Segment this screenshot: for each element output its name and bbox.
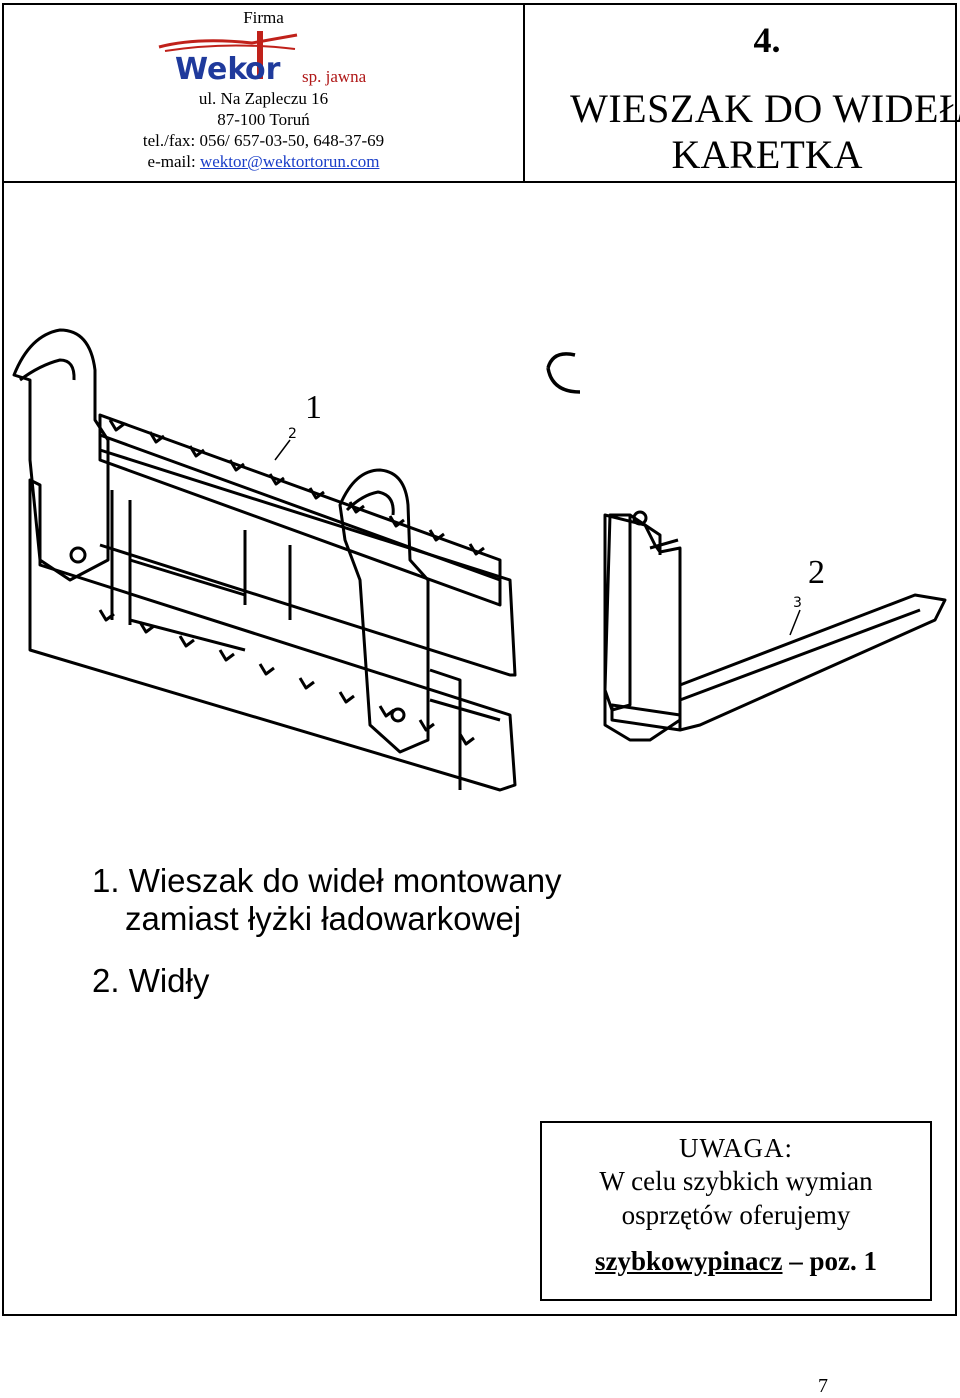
legal-form: sp. jawna [302,67,367,86]
phone-fax: tel./fax: 056/ 657-03-50, 648-37-69 [142,131,385,150]
section-title-line1: WIESZAK DO WIDEŁ [570,86,960,131]
note-title: UWAGA: [679,1133,793,1163]
header: Firma Wek or sp. jawna ul. Na Zapleczu 1… [2,3,960,183]
email-line: e-mail: wektor@wektortorun.com [2,152,525,172]
technical-drawing: 2 1 3 2 [12,328,947,792]
email-prefix: e-mail: [147,152,200,171]
note-box: UWAGA: W celu szybkich wymian osprzętów … [540,1121,932,1301]
page-frame [2,3,957,1316]
note-position: – poz. 1 [782,1246,878,1276]
caption-item-1-line2: zamiast łyżki ładowarkowej [125,900,522,937]
figure-label-2: 2 [808,554,825,591]
figure-label-1: 1 [305,389,322,426]
caption-item-1-line1: 1. Wieszak do wideł montowany [92,862,562,899]
fork-hanger-drawing [12,328,517,792]
note-line1: W celu szybkich wymian [599,1166,873,1196]
firma-label: Firma [243,8,284,27]
wektor-logo: Wek or [158,31,298,85]
address-street: ul. Na Zapleczu 16 [198,89,329,108]
email-link[interactable]: wektor@wektortorun.com [199,152,380,171]
caption-item-2: 2. Widły [92,962,210,999]
company-info: Firma Wek or sp. jawna ul. Na Zapleczu 1… [2,3,525,181]
note-product: szybkowypinacz [594,1246,783,1276]
figure-captions: 1. Wieszak do wideł montowany zamiast ły… [92,862,562,1000]
section-title-line2: KARETKA [671,132,863,177]
section-number: 4. [753,20,781,60]
forks-drawing [546,352,947,742]
svg-text:or: or [245,52,281,85]
note-line2: osprzętów oferujemy [621,1200,851,1230]
address-city: 87-100 Toruń [217,110,310,129]
note-product-line: szybkowypinacz – poz. 1 [542,1246,930,1277]
header-divider [523,3,525,183]
svg-text:Wek: Wek [175,52,248,85]
page-number: 7 [818,1375,828,1397]
callout-3-text: 3 [793,595,802,611]
section-title-box: 4. WIESZAK DO WIDEŁ KARETKA [527,3,960,181]
callout-2-text: 2 [288,426,297,442]
